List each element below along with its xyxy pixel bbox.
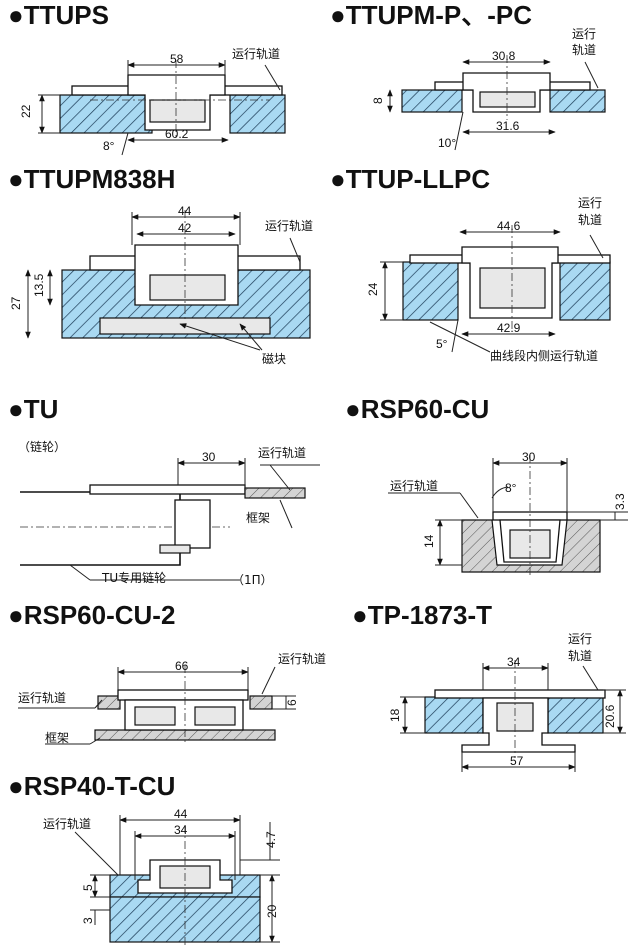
chain-link [149, 99, 206, 123]
rail-left [401, 89, 463, 113]
section-ttups: ●TTUPS 58 22 60.2 8° 运行轨道 [8, 0, 286, 156]
dim-42: 42 [178, 221, 192, 235]
label-rail: 运行轨道 [232, 47, 280, 61]
label-rail: 运行轨道 [265, 219, 313, 233]
label-sprocket: （链轮） [18, 439, 66, 454]
label-note: （1Π） [232, 573, 273, 587]
dim-34: 34 [507, 655, 521, 669]
dim-3: 3 [81, 917, 95, 924]
dim-6: 6 [285, 699, 299, 706]
label-rail: 运行轨道 [390, 479, 438, 493]
dim-44-6: 44.6 [497, 219, 521, 233]
rail-left [402, 261, 459, 321]
dim-22: 22 [19, 104, 33, 118]
sprocket-body [20, 491, 181, 566]
chain-pin [159, 544, 191, 554]
dim-30: 30 [522, 450, 536, 464]
dim-44: 44 [174, 807, 188, 821]
title-ttup-llpc: ●TTUP-LLPC [330, 164, 490, 194]
section-rsp60-cu-2: ●RSP60-CU-2 66 6 运行轨道 运行轨道 框架 [8, 600, 326, 745]
section-ttup-llpc: ●TTUP-LLPC 44.6 24 42.9 5° 运行 轨道 曲线段内侧运行… [330, 164, 611, 363]
chain-link [174, 499, 211, 549]
chain-link [479, 91, 536, 108]
section-rsp40-t-cu: ●RSP40-T-CU 44 34 4.7 5 3 20 运行轨道 [8, 771, 280, 945]
dim-8deg: 8° [505, 481, 517, 495]
title-ttupm838h: ●TTUPM838H [8, 164, 175, 194]
title-tp-1873-t: ●TP-1873-T [352, 600, 492, 630]
dim-27: 27 [9, 296, 23, 310]
title-rsp60-cu-2: ●RSP60-CU-2 [8, 600, 175, 630]
label-rail-left: 运行轨道 [18, 691, 66, 705]
label-rail: 运行轨道 [258, 446, 306, 460]
section-ttupm-p: ●TTUPM-P、-PC 30.8 8 31.6 10° 运行 轨道 [330, 0, 606, 151]
dim-34: 34 [174, 823, 188, 837]
label-curve-rail: 曲线段内侧运行轨道 [490, 348, 598, 363]
label-rail-2: 轨道 [572, 43, 596, 57]
title-ttups: ●TTUPS [8, 0, 109, 30]
dim-5deg: 5° [436, 337, 448, 351]
section-tp-1873-t: ●TP-1873-T 34 18 20.6 57 运行 轨道 [352, 600, 626, 772]
top-plate [434, 689, 606, 699]
title-ttupm-p: ●TTUPM-P、-PC [330, 0, 532, 30]
title-rsp60-cu: ●RSP60-CU [345, 394, 489, 424]
dim-57: 57 [510, 754, 524, 768]
dim-8deg: 8° [103, 139, 115, 153]
chain-link-left [134, 706, 176, 726]
dim-14: 14 [422, 534, 436, 548]
label-rail-1: 运行 [572, 27, 596, 41]
section-rsp60-cu: ●RSP60-CU 30 8° 3.3 14 运行轨道 [345, 394, 628, 575]
label-rail: 运行轨道 [43, 817, 91, 831]
dim-44: 44 [178, 204, 192, 218]
dim-30: 30 [202, 450, 216, 464]
label-rail-2: 轨道 [578, 213, 602, 227]
rail [244, 487, 306, 499]
dim-24: 24 [366, 282, 380, 296]
label-magnet: 磁块 [262, 351, 286, 366]
rail-left [97, 695, 121, 710]
rail-right [229, 94, 286, 134]
rail-right [249, 695, 273, 710]
label-frame: 框架 [246, 511, 270, 525]
chain-link-right [194, 706, 236, 726]
top-plate [117, 689, 249, 701]
label-rail-1: 运行 [568, 632, 592, 646]
title-rsp40-t-cu: ●RSP40-T-CU [8, 771, 175, 801]
chain-link [149, 274, 226, 301]
dim-8: 8 [371, 97, 385, 104]
dim-20-6: 20.6 [603, 704, 617, 728]
label-rail-right: 运行轨道 [278, 652, 326, 666]
dim-3-3: 3.3 [613, 493, 627, 510]
rail-lower [109, 896, 261, 943]
dim-42-9: 42.9 [497, 321, 521, 335]
dim-18: 18 [388, 708, 402, 722]
top-plate [89, 484, 246, 495]
dim-10deg: 10° [438, 136, 456, 150]
dim-31-6: 31.6 [496, 119, 520, 133]
section-ttupm838h: ●TTUPM838H 44 42 13.5 27 运行轨道 磁块 [8, 164, 313, 366]
dim-60-2: 60.2 [165, 127, 189, 141]
section-tu: ●TU （链轮） 30 运行轨道 框架 TU专用链轮 （1Π） [8, 394, 320, 587]
dim-66: 66 [175, 659, 189, 673]
label-rail-1: 运行 [578, 196, 602, 210]
rail-right [547, 696, 604, 734]
title-tu: ●TU [8, 394, 58, 424]
dim-58: 58 [170, 52, 184, 66]
rail-right [559, 261, 611, 321]
dim-20: 20 [265, 904, 279, 918]
label-tu-sprocket: TU专用链轮 [101, 570, 166, 585]
rail-left [424, 696, 484, 734]
dim-13-5: 13.5 [32, 273, 46, 297]
rail-left [59, 94, 153, 134]
label-frame: 框架 [45, 731, 69, 745]
rail-right [549, 89, 606, 113]
dim-4-7: 4.7 [264, 831, 278, 848]
chain-link [479, 267, 546, 309]
label-rail-2: 轨道 [568, 649, 592, 663]
dim-30-8: 30.8 [492, 49, 516, 63]
dim-5: 5 [81, 884, 95, 891]
